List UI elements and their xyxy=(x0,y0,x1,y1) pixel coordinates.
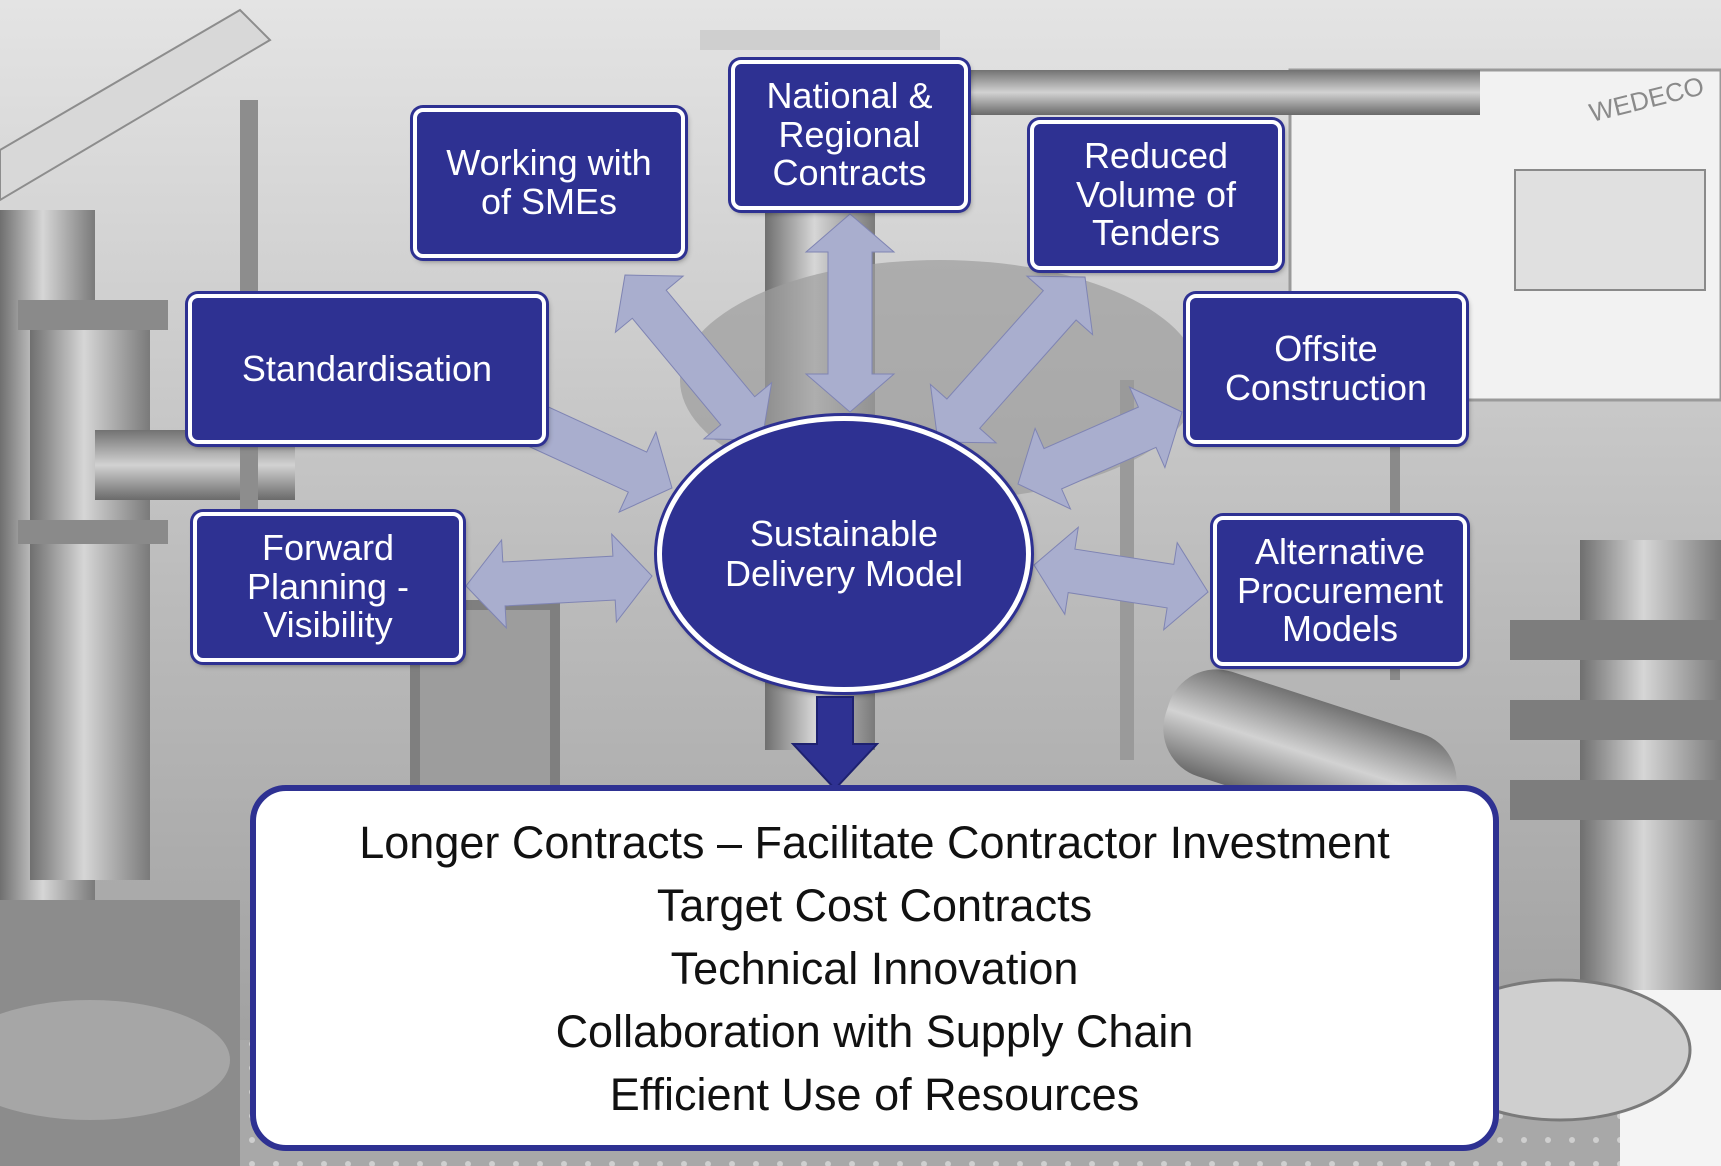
hub-sustainable-delivery-model: Sustainable Delivery Model xyxy=(657,416,1031,692)
outcome-line: Longer Contracts – Facilitate Contractor… xyxy=(359,816,1390,868)
arrow-national-contracts xyxy=(804,213,896,413)
node-forward-planning-visibility: Forward Planning - Visibility xyxy=(193,512,463,662)
node-reduced-volume-of-tenders: Reduced Volume of Tenders xyxy=(1030,120,1282,270)
arrow-alternative-procurement xyxy=(1033,526,1209,631)
node-offsite-construction: Offsite Construction xyxy=(1186,294,1466,444)
node-standardisation: Standardisation xyxy=(188,294,546,444)
arrow-offsite-construction xyxy=(1017,385,1183,511)
node-working-with-smes: Working with of SMEs xyxy=(413,108,685,258)
arrow-standardisation xyxy=(525,404,673,514)
outcome-line: Target Cost Contracts xyxy=(656,879,1093,931)
node-national-regional-contracts: National & Regional Contracts xyxy=(731,60,968,210)
arrow-forward-planning xyxy=(465,532,653,630)
outcome-line: Efficient Use of Resources xyxy=(609,1068,1140,1120)
outcome-line: Collaboration with Supply Chain xyxy=(555,1005,1194,1057)
arrow-working-with-smes xyxy=(614,274,773,441)
outcomes-box: Longer Contracts – Facilitate Contractor… xyxy=(250,785,1499,1151)
node-alternative-procurement-models: Alternative Procurement Models xyxy=(1213,516,1467,666)
outcome-line: Technical Innovation xyxy=(670,942,1079,994)
arrow-reduced-tenders xyxy=(929,275,1094,444)
